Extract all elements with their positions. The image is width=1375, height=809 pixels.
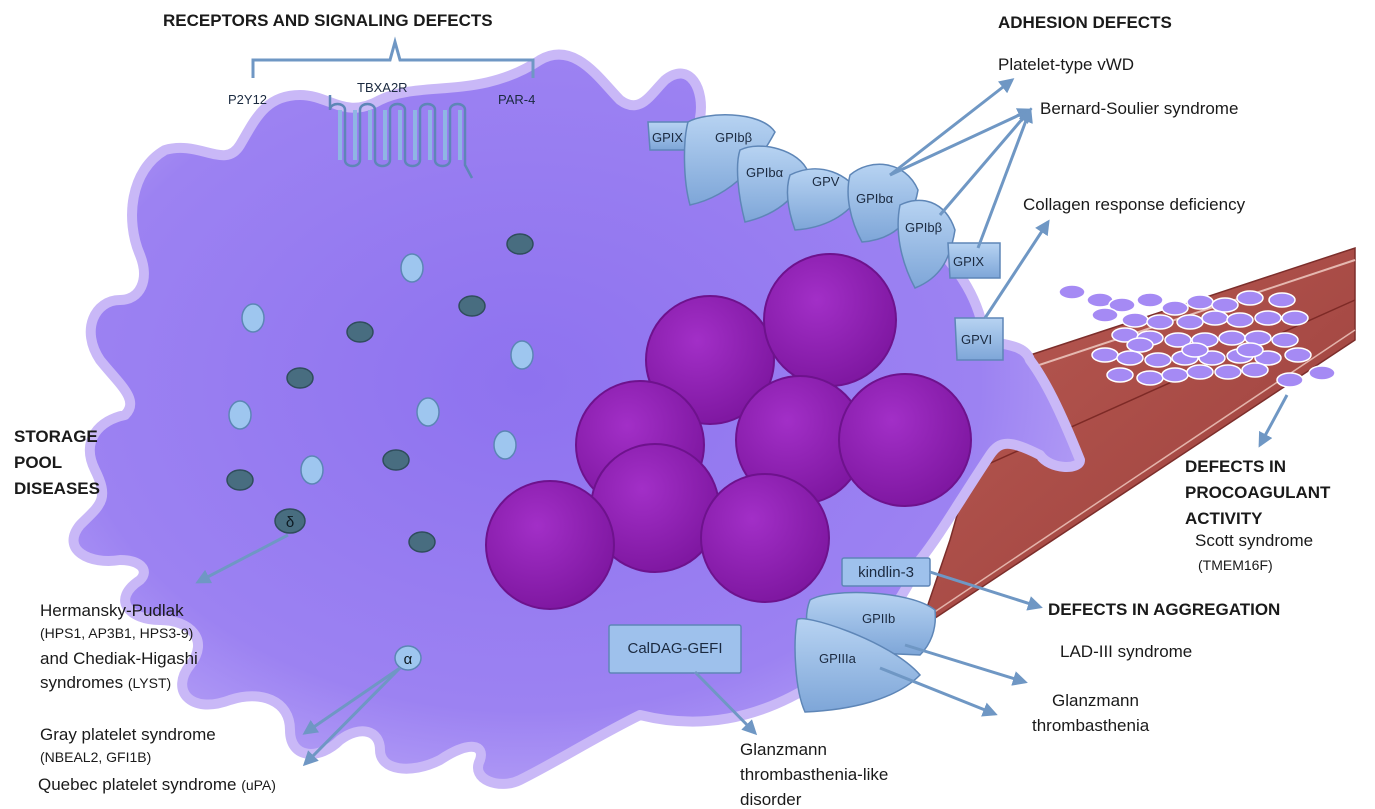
- aggregated-platelet: [1215, 365, 1241, 379]
- tbxa2r-label: TBXA2R: [357, 80, 408, 95]
- glanzmann-like-label-2: thrombasthenia-like: [740, 765, 888, 784]
- gpix-mid-label: GPIX: [953, 254, 984, 269]
- aggregated-platelet: [1092, 348, 1118, 362]
- aggregated-platelet: [1137, 371, 1163, 385]
- aggregated-platelet: [1092, 308, 1118, 322]
- aggregated-platelet: [1269, 293, 1295, 307]
- delta-symbol: δ: [286, 514, 294, 531]
- procoag-heading-2: PROCOAGULANT: [1185, 483, 1331, 502]
- chediak-label-2: syndromes (LYST): [40, 673, 171, 692]
- storage-heading-3: DISEASES: [14, 479, 100, 498]
- alpha-symbol: α: [404, 651, 413, 668]
- aggregated-platelet: [1147, 315, 1173, 329]
- glanzmann-label-2: thrombasthenia: [1032, 716, 1150, 735]
- granule: [486, 481, 614, 609]
- gpix-top-label: GPIX: [652, 130, 683, 145]
- hermansky-label: Hermansky-Pudlak: [40, 601, 184, 620]
- scott-syndrome-label: Scott syndrome: [1195, 531, 1313, 550]
- aggregated-platelet: [1182, 343, 1208, 357]
- gray-platelet-label: Gray platelet syndrome: [40, 725, 216, 744]
- aggregated-platelet: [1212, 298, 1238, 312]
- aggregated-platelet: [1187, 365, 1213, 379]
- gpiiia-label: GPIIIa: [819, 651, 857, 666]
- vesicle-light: [401, 254, 423, 282]
- gray-platelet-genes: (NBEAL2, GFI1B): [40, 749, 151, 765]
- aggregated-platelet: [1059, 285, 1085, 299]
- procoag-heading-3: ACTIVITY: [1185, 509, 1263, 528]
- hermansky-genes: (HPS1, AP3B1, HPS3-9): [40, 625, 193, 641]
- aggregated-platelet: [1237, 291, 1263, 305]
- procoag-heading-1: DEFECTS IN: [1185, 457, 1286, 476]
- vesicle-dark: [409, 532, 435, 552]
- aggregated-platelet: [1162, 301, 1188, 315]
- aggregated-platelet: [1107, 368, 1133, 382]
- vesicle-dark: [383, 450, 409, 470]
- gpv-label: GPV: [812, 174, 840, 189]
- aggregated-platelet: [1272, 333, 1298, 347]
- aggregated-platelet: [1237, 343, 1263, 357]
- granule: [839, 374, 971, 506]
- vesicle-light: [242, 304, 264, 332]
- gpvi-label: GPVI: [961, 332, 992, 347]
- vesicle-dark: [459, 296, 485, 316]
- glanzmann-label-1: Glanzmann: [1052, 691, 1139, 710]
- receptors-bracket: [253, 42, 533, 78]
- vesicle-light: [494, 431, 516, 459]
- aggregated-platelet: [1177, 315, 1203, 329]
- lad3-label: LAD-III syndrome: [1060, 642, 1192, 661]
- aggregated-platelet: [1137, 293, 1163, 307]
- vesicle-light: [417, 398, 439, 426]
- aggregated-platelet: [1255, 311, 1281, 325]
- aggregated-platelet: [1309, 366, 1335, 380]
- kindlin-label: kindlin-3: [858, 564, 914, 581]
- glanzmann-like-label-1: Glanzmann: [740, 740, 827, 759]
- aggregated-platelet: [1162, 368, 1188, 382]
- gpiba-mid-label: GPIbα: [856, 191, 894, 206]
- platelet-vwd-label: Platelet-type vWD: [998, 55, 1134, 74]
- vesicle-dark: [227, 470, 253, 490]
- quebec-label: Quebec platelet syndrome (uPA): [38, 775, 276, 794]
- aggregation-heading: DEFECTS IN AGGREGATION: [1048, 600, 1280, 619]
- par4-label: PAR-4: [498, 92, 535, 107]
- vesicle-light: [229, 401, 251, 429]
- storage-heading-1: STORAGE: [14, 427, 98, 446]
- aggregated-platelet: [1145, 353, 1171, 367]
- aggregated-platelet: [1282, 311, 1308, 325]
- collagen-label: Collagen response deficiency: [1023, 195, 1246, 214]
- granule: [764, 254, 896, 386]
- glanzmann-like-label-3: disorder: [740, 790, 802, 809]
- aggregated-platelet: [1285, 348, 1311, 362]
- vesicle-dark: [507, 234, 533, 254]
- p2y12-label: P2Y12: [228, 92, 267, 107]
- vesicle-light: [301, 456, 323, 484]
- gpibb-mid-label: GPIbβ: [905, 220, 942, 235]
- aggregated-platelet: [1227, 313, 1253, 327]
- gpiba-top-label: GPIbα: [746, 165, 784, 180]
- aggregated-platelet: [1127, 338, 1153, 352]
- aggregated-platelet: [1202, 311, 1228, 325]
- vesicle-dark: [287, 368, 313, 388]
- aggregated-platelet: [1122, 313, 1148, 327]
- granule: [701, 474, 829, 602]
- aggregated-platelet: [1242, 363, 1268, 377]
- storage-heading-2: POOL: [14, 453, 62, 472]
- receptors-heading: RECEPTORS AND SIGNALING DEFECTS: [163, 11, 493, 30]
- aggregated-platelet: [1219, 331, 1245, 345]
- aggregated-platelet: [1117, 351, 1143, 365]
- gpiib-label: GPIIb: [862, 611, 895, 626]
- caldag-label: CalDAG-GEFI: [627, 640, 722, 657]
- tmem16f-label: (TMEM16F): [1198, 557, 1273, 573]
- bernard-soulier-label: Bernard-Soulier syndrome: [1040, 99, 1238, 118]
- aggregated-platelet: [1187, 295, 1213, 309]
- gpibb-top-label: GPIbβ: [715, 130, 752, 145]
- adhesion-heading: ADHESION DEFECTS: [998, 13, 1172, 32]
- vesicle-light: [511, 341, 533, 369]
- aggregated-platelet: [1277, 373, 1303, 387]
- chediak-label: and Chediak-Higashi: [40, 649, 198, 668]
- vesicle-dark: [347, 322, 373, 342]
